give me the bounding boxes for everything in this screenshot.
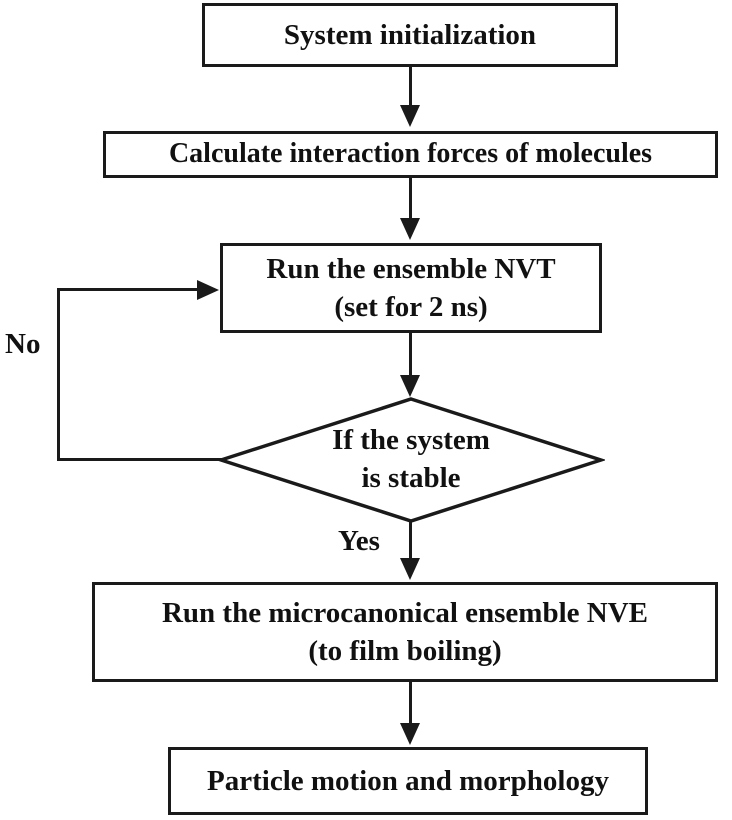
no-loop-vertical-line: [57, 288, 60, 461]
edge-label-yes: Yes: [338, 525, 380, 557]
arrow-decision-to-nve-line: [409, 521, 412, 560]
no-loop-top-line: [57, 288, 198, 291]
arrow-init-to-forces-line: [409, 67, 412, 107]
arrow-nve-to-particle-head: [400, 723, 420, 745]
no-loop-bottom-line: [57, 458, 222, 461]
node-system-initialization-label: System initialization: [283, 18, 537, 51]
arrow-init-to-forces-head: [400, 105, 420, 127]
arrow-decision-to-nve-head: [400, 558, 420, 580]
node-run-nve-line1: Run the microcanonical ensemble NVE: [161, 596, 648, 629]
decision-system-stable: If the system is stable: [261, 399, 561, 521]
arrow-nvt-to-decision-line: [409, 333, 412, 377]
arrow-nve-to-particle-line: [409, 682, 412, 725]
arrow-forces-to-nvt-line: [409, 178, 412, 220]
decision-line2: is stable: [361, 462, 461, 494]
node-particle-motion-label: Particle motion and morphology: [207, 764, 609, 797]
node-run-nvt-line1: Run the ensemble NVT: [266, 252, 556, 285]
node-run-nve-line2: (to film boiling): [308, 635, 502, 667]
node-system-initialization: System initialization: [202, 3, 618, 67]
node-calculate-forces-label: Calculate interaction forces of molecule…: [168, 138, 653, 170]
arrow-nvt-to-decision-head: [400, 375, 420, 397]
decision-line1: If the system: [332, 424, 490, 457]
edge-label-no: No: [5, 328, 41, 360]
node-run-nve: Run the microcanonical ensemble NVE (to …: [92, 582, 718, 682]
node-run-nvt-line2: (set for 2 ns): [334, 291, 488, 323]
arrow-forces-to-nvt-head: [400, 218, 420, 240]
node-run-nvt: Run the ensemble NVT (set for 2 ns): [220, 243, 602, 333]
node-particle-motion: Particle motion and morphology: [168, 747, 648, 815]
node-calculate-forces: Calculate interaction forces of molecule…: [103, 131, 718, 178]
no-loop-arrowhead: [197, 280, 219, 300]
